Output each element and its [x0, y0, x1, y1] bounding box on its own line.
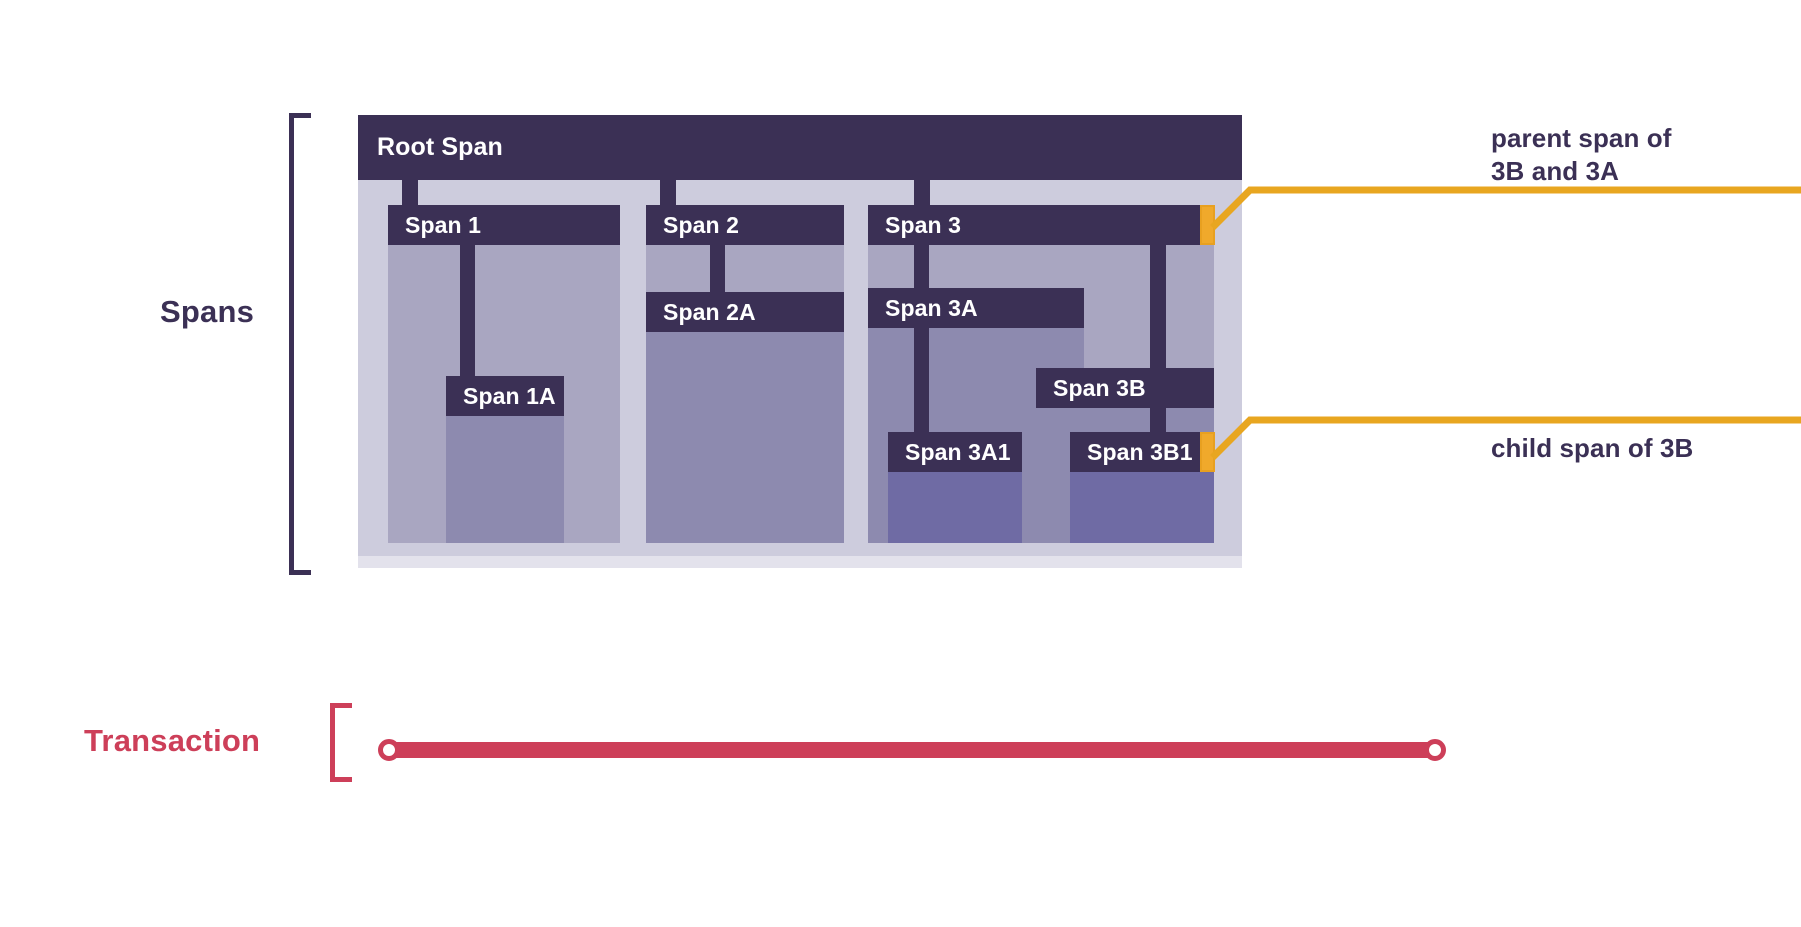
leader-line-child-callout — [1210, 416, 1801, 460]
callout-parent-span: parent span of 3B and 3A — [1491, 122, 1791, 188]
spans-bracket — [289, 113, 311, 575]
connector-span1-to-span1a-vertical — [460, 245, 475, 376]
span-bar-span1[interactable]: Span 1 — [388, 205, 620, 245]
callout-child-span: child span of 3B — [1491, 432, 1801, 465]
connector-span2-to-span2a — [710, 245, 725, 293]
connector-span3-to-span3a — [914, 245, 929, 290]
span-bar-root[interactable]: Root Span — [358, 115, 1242, 180]
callout-parent-line1: parent span of — [1491, 123, 1672, 153]
spans-section-label: Spans — [160, 294, 255, 329]
span-bar-span3a[interactable]: Span 3A — [868, 288, 1084, 328]
span-bar-span2a[interactable]: Span 2A — [646, 292, 844, 332]
transaction-start-dot[interactable] — [378, 739, 400, 761]
span-bar-span3a1[interactable]: Span 3A1 — [888, 432, 1022, 472]
span-bar-span2[interactable]: Span 2 — [646, 205, 844, 245]
span-bar-span1a[interactable]: Span 1A — [446, 376, 564, 416]
callout-parent-line2: 3B and 3A — [1491, 156, 1620, 187]
connector-span3-to-span3b — [1150, 245, 1166, 369]
span-bar-span3b[interactable]: Span 3B — [1036, 368, 1214, 408]
transaction-end-dot[interactable] — [1424, 739, 1446, 761]
span-bar-span3b1[interactable]: Span 3B1 — [1070, 432, 1214, 472]
transaction-section-label: Transaction — [84, 723, 261, 758]
connector-span3a-to-span3a1 — [914, 328, 929, 433]
transaction-timeline-bar[interactable] — [390, 742, 1438, 758]
span-bar-span3[interactable]: Span 3 — [868, 205, 1214, 245]
callout-child-line1: child span of 3B — [1491, 433, 1694, 463]
span-body-span2a — [646, 332, 844, 543]
transaction-bracket — [330, 703, 352, 782]
connector-span3b-to-span3b1 — [1150, 408, 1166, 436]
span-body-span1a — [446, 416, 564, 543]
span-body-span3b1 — [1070, 472, 1214, 543]
leader-line-parent-callout — [1210, 186, 1801, 230]
span-body-span3a1 — [888, 472, 1022, 543]
